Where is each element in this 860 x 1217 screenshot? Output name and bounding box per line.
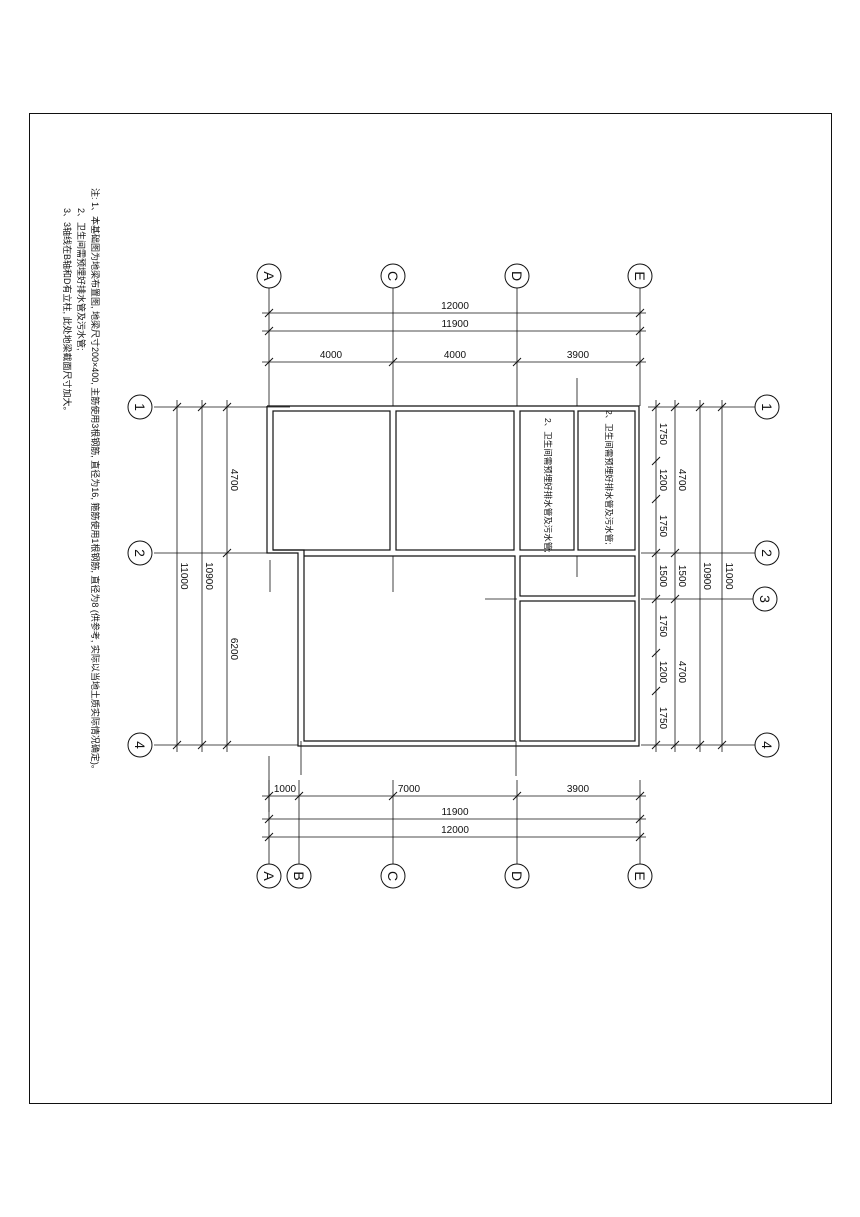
- axis-bottom-c: C: [385, 871, 401, 881]
- dim-right-b2: 1500: [676, 565, 687, 588]
- axis-bottom-b: B: [291, 871, 307, 880]
- dim-right-inner: 10900: [701, 562, 712, 590]
- axis-left-2: 2: [132, 549, 148, 557]
- dim-left-outer: 11000: [178, 562, 189, 590]
- sheet-border: [29, 113, 832, 1104]
- axis-bubbles-left: 1 2 4: [127, 394, 153, 758]
- axis-right-2: 2: [759, 549, 775, 557]
- dim-right-grp-2: 4700: [676, 661, 687, 684]
- dim-bottom-seg-2: 7000: [398, 784, 421, 795]
- dim-right-a3: 1750: [657, 515, 668, 538]
- beam-layout: 2、卫生间需预埋好排水管及污水管; 2、卫生间需预埋好排水管及污水管;: [266, 378, 640, 812]
- axis-top-d: D: [509, 271, 525, 281]
- dim-left-seg-1: 4700: [228, 469, 239, 492]
- axis-bottom-a: A: [261, 871, 277, 881]
- axis-right-4: 4: [759, 741, 775, 749]
- dim-bottom-seg-3: 3900: [567, 784, 590, 795]
- axis-left-1: 1: [132, 403, 148, 411]
- room-a-b-notch: [273, 549, 305, 556]
- dim-right-b: 1500: [657, 565, 668, 588]
- axis-bubbles-right: 1 2 3 4: [752, 394, 780, 758]
- dim-top-seg-3: 3900: [567, 350, 590, 361]
- room-d-e-3-4: [519, 600, 636, 742]
- room-note-left: 2、卫生间需预埋好排水管及污水管;: [543, 418, 553, 553]
- dim-right-outer: 11000: [723, 562, 734, 590]
- axis-right-3: 3: [757, 595, 773, 603]
- axis-bubbles-bottom: A B C D E: [256, 863, 653, 889]
- room-d-e-1-2-right: [577, 410, 636, 551]
- left-dimensions: 11000 10900 4700 6200: [154, 400, 298, 752]
- axis-top-e: E: [632, 271, 648, 280]
- axis-top-c: C: [385, 271, 401, 281]
- room-b-d-2-4: [303, 555, 516, 742]
- dim-top-total-outer: 12000: [441, 301, 469, 312]
- note-line-3: 3、3轴线在B轴和D有立柱, 此处地梁截面尺寸加大。: [62, 208, 73, 416]
- dim-left-inner: 10900: [203, 562, 214, 590]
- dim-bottom-total-inner: 11900: [441, 807, 469, 818]
- axis-right-1: 1: [759, 403, 775, 411]
- dim-top-total-inner: 11900: [441, 319, 469, 330]
- dim-left-seg-2: 6200: [228, 638, 239, 661]
- dim-top-seg-2: 4000: [444, 350, 467, 361]
- dim-right-c1: 1750: [657, 615, 668, 638]
- room-note-right: 2、卫生间需预埋好排水管及污水管;: [604, 410, 614, 545]
- dim-right-c3: 1750: [657, 707, 668, 730]
- dim-right-a2: 1200: [657, 469, 668, 492]
- dim-right-grp-1: 4700: [676, 469, 687, 492]
- dim-top-seg-1: 4000: [320, 350, 343, 361]
- axis-bottom-e: E: [632, 871, 648, 880]
- beam-outer-outline: [266, 405, 640, 747]
- axis-bubbles-top: A C D E: [256, 263, 653, 289]
- dim-right-a1: 1750: [657, 423, 668, 446]
- room-c-d-1-2: [395, 410, 515, 551]
- note-line-1: 注: 1、本基础图为地梁布置图, 地梁尺寸200×400, 主筋使用3根钢筋, …: [90, 188, 101, 774]
- general-notes: 注: 1、本基础图为地梁布置图, 地梁尺寸200×400, 主筋使用3根钢筋, …: [62, 188, 101, 774]
- dim-right-c2: 1200: [657, 661, 668, 684]
- top-dimensions: 12000 11900 4000 4000 3900: [262, 288, 646, 406]
- dim-bottom-seg-1: 1000: [274, 784, 297, 795]
- note-line-2: 2、卫生间需预埋好排水管及污水管;: [76, 208, 87, 351]
- axis-top-a: A: [261, 271, 277, 281]
- room-d-e-1-2-left: [519, 410, 575, 551]
- dim-bottom-total-outer: 12000: [441, 825, 469, 836]
- axis-bottom-d: D: [509, 871, 525, 881]
- room-d-e-2-3: [519, 555, 636, 597]
- axis-left-4: 4: [132, 741, 148, 749]
- right-dimensions: 1750 1200 1750 1500 1750 1200 1750 4700 …: [641, 400, 755, 752]
- room-a-c-1-2: [272, 410, 391, 551]
- bottom-dimensions: 1000 7000 3900 11900 12000: [262, 780, 646, 864]
